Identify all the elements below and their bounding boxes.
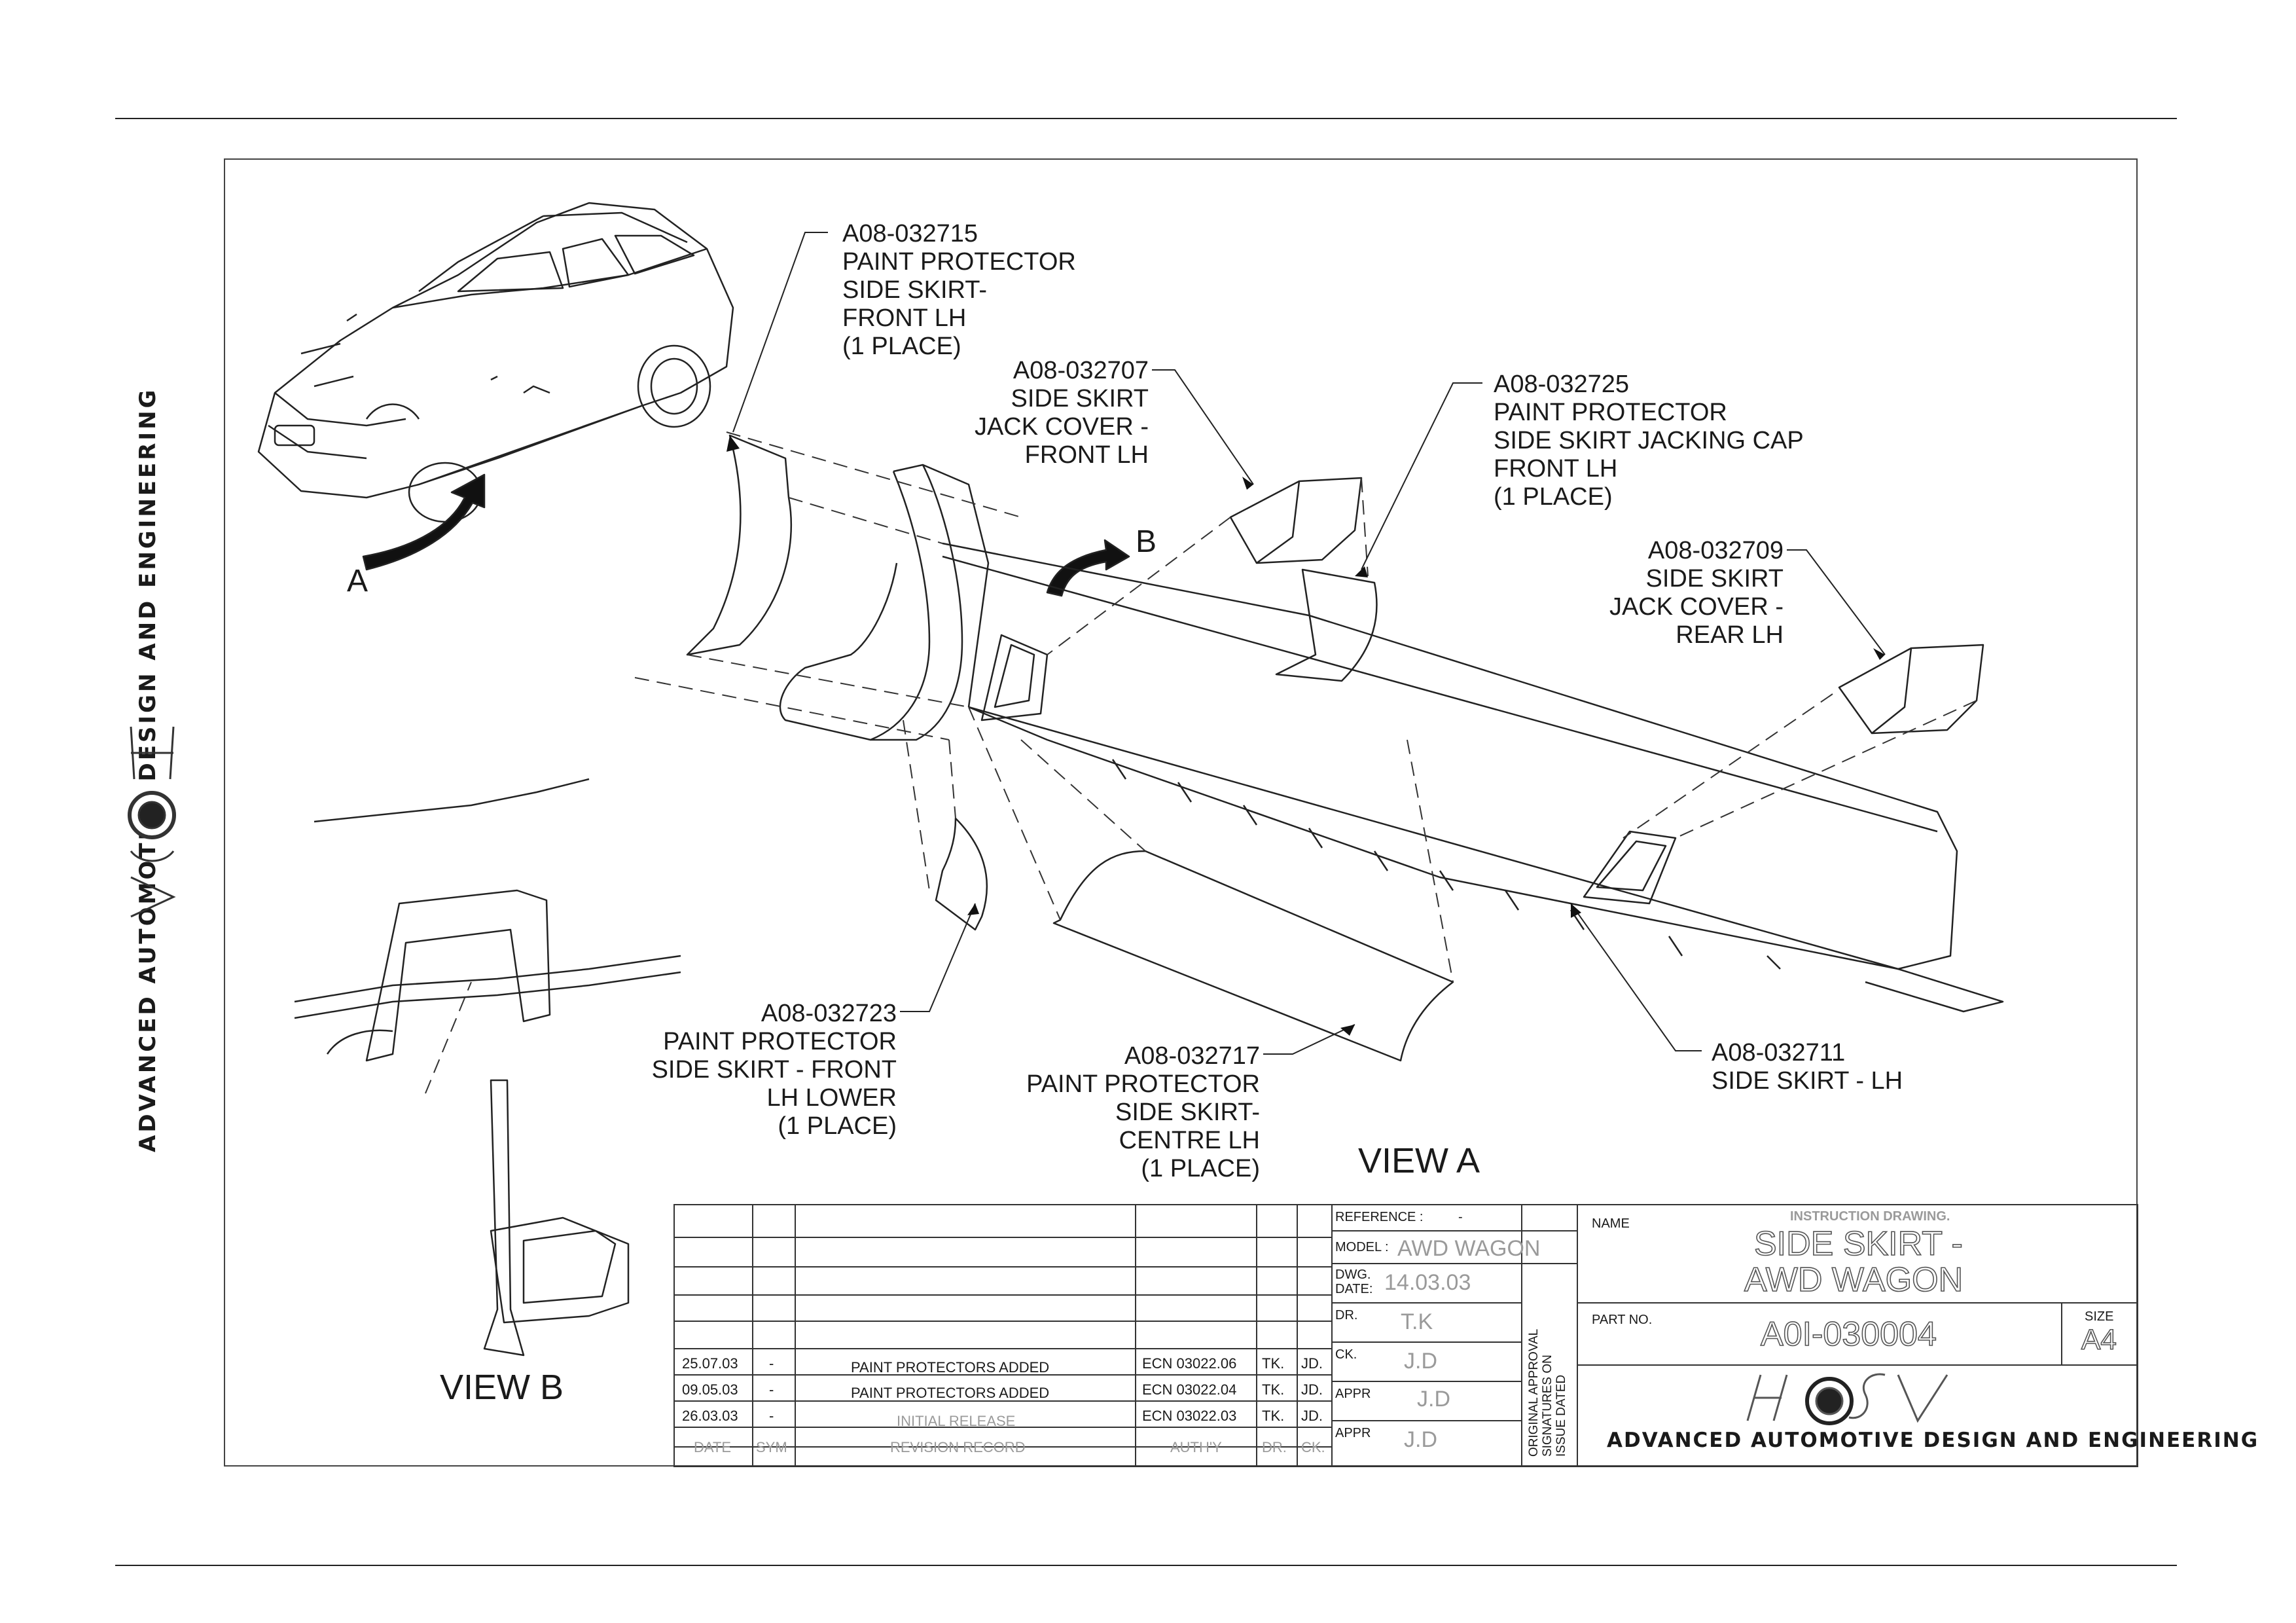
name-label: NAME [1592,1216,1630,1231]
callout-paint-protector-centre-lh: A08-032717 PAINT PROTECTOR SIDE SKIRT- C… [1026,1042,1260,1182]
side-brand-tagline: ADVANCED AUTOMOTIVE DESIGN AND ENGINEERI… [135,387,161,1152]
rev-ck: JD. [1301,1408,1323,1424]
rev-record: PAINT PROTECTORS ADDED [851,1385,1050,1401]
view-b-label: VIEW B [440,1368,564,1407]
arrow-b-label: B [1136,524,1157,559]
rev-date: 09.05.03 [682,1381,738,1398]
rev-sym: - [769,1381,774,1398]
rev-dr: TK. [1262,1408,1285,1424]
callout-jacking-cap-front-lh: A08-032725 PAINT PROTECTOR SIDE SKIRT JA… [1494,371,1804,511]
leader-c1 [732,232,828,433]
dr-label: DR. [1335,1308,1358,1322]
appr2-label: APPR [1335,1426,1371,1440]
rev-auth: ECN 03022.04 [1142,1381,1237,1398]
callout-paint-protector-front-lh: A08-032715 PAINT PROTECTOR SIDE SKIRT- F… [842,220,1076,360]
model-label: MODEL : [1335,1240,1389,1254]
arrow-a-icon [362,473,486,571]
rev-record: INITIAL RELEASE [897,1413,1016,1429]
leader-c6 [1263,1024,1355,1055]
top-rule [115,118,2177,119]
rev-header-sym: SYM [756,1439,787,1455]
rev-ck: JD. [1301,1355,1323,1372]
drawing-title-line2: AWD WAGON [1744,1260,1964,1300]
callout-jack-cover-front-lh: A08-032707 SIDE SKIRT JACK COVER - FRONT… [974,357,1149,469]
dwg-date-label: DWG. DATE: [1335,1267,1373,1296]
model-value: AWD WAGON [1397,1236,1541,1261]
appr1-value: J.D [1417,1387,1450,1412]
drawing-title-line1: SIDE SKIRT - [1753,1224,1963,1264]
part-no-value: A0I-030004 [1760,1315,1937,1354]
callout-jack-cover-rear-lh: A08-032709 SIDE SKIRT JACK COVER - REAR … [1609,537,1784,649]
leader-c3 [1361,382,1482,570]
size-label: SIZE [2085,1309,2114,1324]
rev-record: PAINT PROTECTORS ADDED [851,1359,1050,1376]
leader-c5 [900,903,976,1012]
rev-sym: - [769,1408,774,1424]
title-block-tagline: ADVANCED AUTOMOTIVE DESIGN AND ENGINEERI… [1607,1429,2259,1452]
rev-header-dr: DR. [1262,1439,1287,1455]
arrow-a-label: A [347,564,368,598]
rev-date: 26.03.03 [682,1408,738,1424]
view-a-label: VIEW A [1358,1141,1480,1180]
dr-value: T.K [1401,1309,1433,1334]
rev-ck: JD. [1301,1381,1323,1398]
reference-label: REFERENCE : [1335,1210,1424,1224]
leader-c7 [1570,903,1702,1051]
appr2-value: J.D [1404,1427,1437,1452]
rev-header-ck: CK. [1301,1439,1325,1455]
part-no-label: PART NO. [1592,1313,1653,1327]
rev-dr: TK. [1262,1355,1285,1372]
rev-header-record: REVISION RECORD [890,1439,1026,1455]
bottom-rule [115,1565,2177,1566]
ck-value: J.D [1404,1349,1437,1374]
leader-c2 [1152,369,1254,485]
rev-auth: ECN 03022.06 [1142,1355,1237,1372]
rev-date: 25.07.03 [682,1355,738,1372]
size-value: A4 [2081,1323,2117,1357]
rev-header-auth: AUTH'Y [1170,1439,1222,1455]
name-subtitle: INSTRUCTION DRAWING. [1790,1209,1950,1224]
callout-side-skirt-lh: A08-032711 SIDE SKIRT - LH [1712,1039,1903,1095]
ck-label: CK. [1335,1347,1357,1362]
appr1-label: APPR [1335,1387,1371,1401]
rev-sym: - [769,1355,774,1372]
approval-note: ORIGINAL APPROVAL SIGNATURES ON ISSUE DA… [1527,1328,1568,1457]
car-illustration [257,202,734,523]
leader-c4 [1787,549,1886,655]
rev-auth: ECN 03022.03 [1142,1408,1237,1424]
callout-paint-protector-front-lower: A08-032723 PAINT PROTECTOR SIDE SKIRT - … [651,1000,897,1140]
dwg-date-value: 14.03.03 [1384,1270,1471,1295]
reference-value: - [1458,1210,1463,1224]
rev-header-date: DATE [694,1439,732,1455]
arrow-b-icon [1046,539,1130,597]
rev-dr: TK. [1262,1381,1285,1398]
